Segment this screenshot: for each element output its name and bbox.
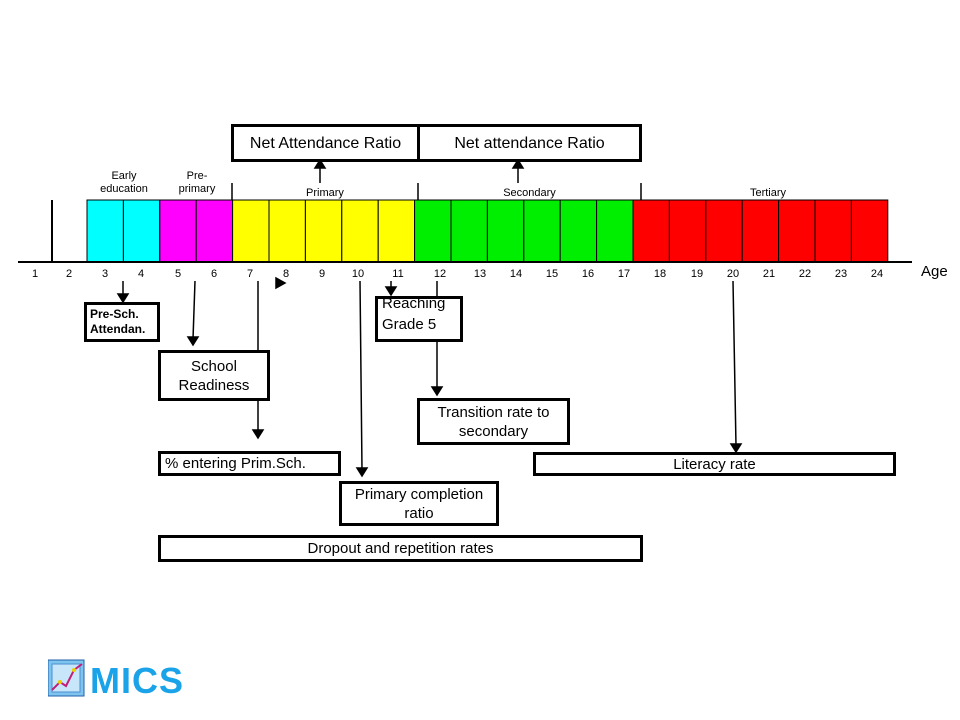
- age-label: 15: [545, 268, 559, 280]
- pre-school-attendance-label: Pre-Sch. Attendan.: [90, 307, 146, 336]
- literacy-rate-box: Literacy rate: [533, 452, 896, 476]
- age-label: 9: [318, 268, 326, 280]
- age-cell-tertiary: [850, 199, 889, 263]
- age-cell-secondary: [559, 199, 598, 263]
- age-label: 5: [174, 268, 182, 280]
- stage-label-early: Early education: [100, 170, 148, 195]
- age-label: 24: [870, 268, 884, 280]
- percent-entering-primary-label: % entering Prim.Sch.: [165, 455, 306, 472]
- age-label: 1: [31, 268, 39, 280]
- age-label: 4: [137, 268, 145, 280]
- arrowhead: [430, 386, 444, 397]
- age-cell-tertiary: [668, 199, 707, 263]
- age-label: 20: [726, 268, 740, 280]
- age-cell-secondary: [523, 199, 561, 263]
- age-cell-tertiary: [705, 199, 743, 263]
- primary-net-attendance-ratio-box: Net Attendance Ratio: [231, 124, 420, 162]
- secondary-nar-label: Net attendance Ratio: [454, 134, 605, 152]
- stage-label-secondary: Secondary: [503, 187, 556, 199]
- school-readiness-box: School Readiness: [158, 350, 270, 401]
- primary-completion-label: Primary completion ratio: [354, 485, 484, 522]
- school-readiness-label: School Readiness: [178, 357, 250, 394]
- literacy-rate-label: Literacy rate: [673, 455, 756, 473]
- age-cells: [86, 199, 889, 263]
- transition-rate-box: Transition rate to secondary: [417, 398, 570, 445]
- mics-logo-graphic: [48, 659, 85, 697]
- age-cell-primary: [377, 199, 416, 263]
- percent-entering-primary-box: % entering Prim.Sch.: [158, 451, 341, 476]
- reaching-grade-5-box: Reaching Grade 5: [375, 296, 463, 342]
- age-cell-tertiary: [632, 199, 670, 263]
- age-label: 8: [282, 268, 290, 280]
- primary-completion-box: Primary completion ratio: [339, 481, 499, 526]
- transition-rate-label: Transition rate to secondary: [437, 403, 550, 440]
- age-axis-title: Age: [921, 263, 948, 280]
- age-cell-secondary: [596, 199, 634, 263]
- age-label: 16: [581, 268, 595, 280]
- age-cell-preprimary: [195, 199, 234, 263]
- age-label: 6: [210, 268, 218, 280]
- age-cell-tertiary: [741, 199, 780, 263]
- age-label: 2: [65, 268, 73, 280]
- arrowhead: [116, 293, 130, 304]
- primary-nar-label: Net Attendance Ratio: [249, 134, 402, 152]
- age-cell-early: [122, 199, 161, 263]
- arrowhead: [251, 429, 265, 440]
- age-cell-primary: [304, 199, 343, 263]
- age-label: 12: [433, 268, 447, 280]
- age-cell-preprimary: [159, 199, 197, 263]
- age-cell-tertiary: [778, 199, 816, 263]
- age-cell-early: [86, 199, 124, 263]
- stage-label-preprimary: Pre- primary: [178, 170, 216, 195]
- arrowhead: [186, 336, 200, 347]
- age-label: 23: [834, 268, 848, 280]
- reaching-grade-5-label: Reaching Grade 5: [382, 296, 446, 333]
- stage-label-tertiary: Tertiary: [749, 187, 787, 199]
- dropout-repetition-box: Dropout and repetition rates: [158, 535, 643, 562]
- secondary-net-attendance-ratio-box: Net attendance Ratio: [417, 124, 642, 162]
- age-label: 21: [762, 268, 776, 280]
- age-label: 13: [473, 268, 487, 280]
- age-cell-secondary: [414, 199, 452, 263]
- age-label: 11: [392, 268, 404, 280]
- arrowhead: [313, 158, 327, 169]
- age-cell-secondary: [450, 199, 488, 263]
- arrowhead: [511, 158, 525, 169]
- pre-school-attendance-box: Pre-Sch. Attendan.: [84, 302, 160, 342]
- arrowhead: [275, 276, 287, 290]
- age-label: 18: [653, 268, 667, 280]
- age-label: 19: [690, 268, 704, 280]
- mics-logo-text: MICS: [90, 660, 184, 701]
- age-label: 14: [509, 268, 523, 280]
- age-cell-secondary: [486, 199, 525, 263]
- arrowhead: [384, 286, 398, 297]
- age-label: 10: [351, 268, 365, 280]
- stage-label-primary: Primary: [306, 187, 344, 199]
- dropout-repetition-label: Dropout and repetition rates: [307, 540, 494, 557]
- age-cell-primary: [232, 199, 270, 263]
- age-label: 7: [246, 268, 254, 280]
- age-cell-primary: [341, 199, 379, 263]
- age-label: 22: [798, 268, 812, 280]
- age-label: 3: [101, 268, 109, 280]
- age-cell-primary: [268, 199, 306, 263]
- age-label: 17: [617, 268, 631, 280]
- arrowhead: [355, 467, 369, 478]
- arrowhead: [729, 443, 743, 454]
- age-cell-tertiary: [814, 199, 852, 263]
